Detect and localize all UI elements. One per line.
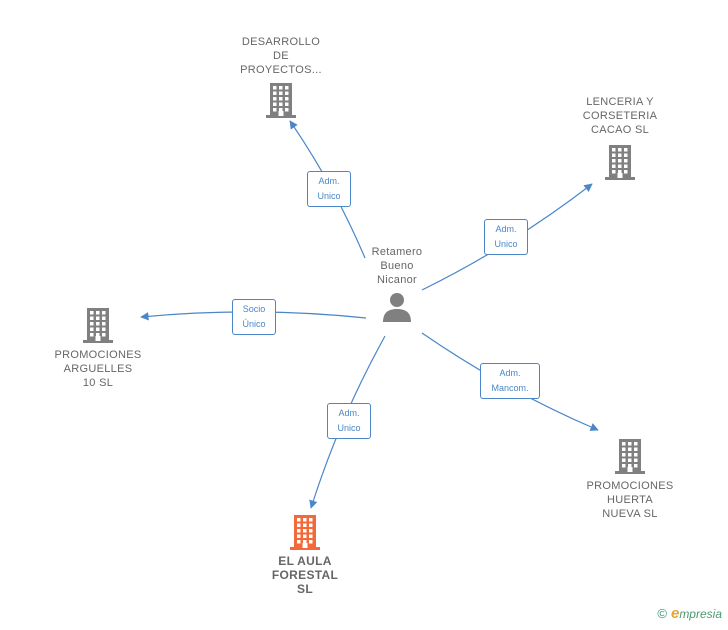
brand-logo: empresia <box>670 605 722 622</box>
person-name: Retamero Bueno Nicanor <box>371 246 423 286</box>
relation-label-arguelles[interactable]: Socio Único <box>232 299 276 335</box>
company-node-desarrollo[interactable]: DESARROLLO DE PROYECTOS... <box>226 35 336 119</box>
building-icon <box>615 439 645 474</box>
building-icon <box>605 145 635 180</box>
company-label-arguelles: PROMOCIONES ARGUELLES 10 SL <box>54 349 142 389</box>
company-label-aula: EL AULA FORESTAL SL <box>271 554 339 596</box>
company-label-lenceria: LENCERIA Y CORSETERIA CACAO SL <box>582 96 658 136</box>
relation-label-desarrollo[interactable]: Adm. Unico <box>307 171 351 207</box>
relation-label-huerta[interactable]: Adm. Mancom. <box>480 363 540 399</box>
brand-footer: © empresia <box>657 605 722 622</box>
person-node[interactable]: Retamero Bueno Nicanor <box>350 245 444 323</box>
copyright-icon: © <box>657 606 667 621</box>
company-label-desarrollo: DESARROLLO DE PROYECTOS... <box>240 36 322 76</box>
company-node-huerta[interactable]: PROMOCIONES HUERTA NUEVA SL <box>575 437 685 521</box>
building-icon <box>266 83 296 118</box>
company-node-aula[interactable]: EL AULA FORESTAL SL <box>250 513 360 596</box>
company-node-lenceria[interactable]: LENCERIA Y CORSETERIA CACAO SL <box>565 95 675 181</box>
company-node-arguelles[interactable]: PROMOCIONES ARGUELLES 10 SL <box>43 306 153 390</box>
relation-label-lenceria[interactable]: Adm. Unico <box>484 219 528 255</box>
building-icon <box>290 515 320 550</box>
relation-label-aula[interactable]: Adm. Unico <box>327 403 371 439</box>
company-label-huerta: PROMOCIONES HUERTA NUEVA SL <box>586 480 674 520</box>
building-icon <box>83 308 113 343</box>
person-icon <box>383 293 411 322</box>
